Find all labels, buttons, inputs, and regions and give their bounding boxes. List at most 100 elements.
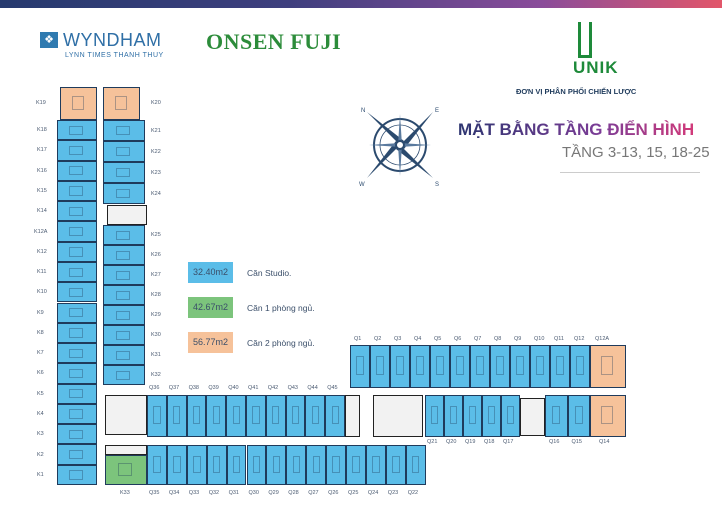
unit-k10 <box>57 282 97 303</box>
unit-k22 <box>103 141 145 162</box>
unit-k1 <box>57 464 97 485</box>
unit-label: Q26 <box>328 490 339 496</box>
unit-q30 <box>246 445 267 485</box>
unit-label: K20 <box>151 100 161 106</box>
unit-q7 <box>470 345 490 388</box>
legend-label: Căn 1 phòng ngủ. <box>247 303 315 313</box>
unit-label: K1 <box>37 471 44 478</box>
legend-label: Căn Studio. <box>247 268 292 278</box>
compass-w: W <box>359 182 365 188</box>
unit-q28 <box>286 445 307 485</box>
unit-k18 <box>57 120 97 141</box>
legend-label: Căn 2 phòng ngủ. <box>247 338 315 348</box>
service-core <box>105 445 147 455</box>
unit-label: K33 <box>120 490 130 496</box>
unit-q21 <box>425 395 444 437</box>
unit-q29 <box>266 445 287 485</box>
unit-q11 <box>550 345 570 388</box>
unit-label: Q34 <box>168 490 180 496</box>
elevator-core-mid <box>373 395 423 437</box>
unit-q12 <box>570 345 590 388</box>
unit-k32 <box>103 365 145 385</box>
unit-k31 <box>103 345 145 365</box>
unit-k12a <box>57 221 97 242</box>
unit-q19 <box>463 395 482 437</box>
unit-label: K16 <box>37 167 47 174</box>
unit-q17 <box>501 395 520 437</box>
unit-label: K12 <box>37 248 47 255</box>
unit-q43 <box>285 395 306 437</box>
unit-label: Q16 <box>549 439 560 445</box>
unit-label: K14 <box>37 208 47 215</box>
unik-logo-icon <box>578 22 592 58</box>
unit-q27 <box>306 445 327 485</box>
compass-e: E <box>435 108 439 114</box>
unit-label: Q45 <box>327 385 338 391</box>
unit-label: Q2 <box>374 336 382 342</box>
unit-k6 <box>57 363 97 384</box>
unit-label: Q11 <box>554 336 564 342</box>
unit-label: Q35 <box>149 490 160 496</box>
divider <box>560 172 700 173</box>
unit-label: Q12A <box>595 336 610 342</box>
unit-label: K32 <box>151 372 161 378</box>
unit-label: K26 <box>151 252 161 258</box>
unit-label: K29 <box>151 312 161 318</box>
unit-q2 <box>370 345 390 388</box>
unit-label: Q41 <box>248 385 259 391</box>
unit-q15 <box>567 395 590 437</box>
wyndham-subtitle: LYNN TIMES THANH THUY <box>65 52 164 59</box>
unit-q38 <box>186 395 207 437</box>
unit-k29 <box>103 305 145 325</box>
unit-label: K3 <box>37 431 44 438</box>
legend-swatch-one_bed: 42.67m2 <box>188 297 233 318</box>
unit-label: Q7 <box>474 336 482 342</box>
unit-q23 <box>385 445 406 485</box>
unit-q5 <box>430 345 450 388</box>
unit-q20 <box>444 395 463 437</box>
unit-label: K5 <box>37 390 44 397</box>
unit-k7 <box>57 343 97 364</box>
unit-label: K28 <box>151 292 161 298</box>
unit-label: K9 <box>37 309 44 316</box>
unit-label: Q36 <box>149 385 160 391</box>
unit-q45 <box>325 395 345 437</box>
unit-k23 <box>103 162 145 183</box>
unit-label: Q4 <box>414 336 422 342</box>
unit-label: Q6 <box>454 336 462 342</box>
unit-label: K12A <box>34 228 48 235</box>
unit-q4 <box>410 345 430 388</box>
unit-label: K10 <box>37 289 47 296</box>
unit-q18 <box>482 395 501 437</box>
unit-label: K25 <box>151 232 161 238</box>
unit-q32 <box>206 445 227 485</box>
unit-label: Q1 <box>354 336 362 342</box>
unit-label: K17 <box>37 147 47 154</box>
unit-k28 <box>103 285 145 305</box>
unit-q1 <box>350 345 370 388</box>
unit-label: Q18 <box>484 439 495 445</box>
unit-label: Q42 <box>267 385 279 391</box>
unit-q24 <box>365 445 386 485</box>
unit-label: Q31 <box>228 490 239 496</box>
unit-label: Q12 <box>574 336 585 342</box>
unit-label: Q25 <box>348 490 359 496</box>
unit-k15 <box>57 180 97 202</box>
unit-q12a <box>590 345 626 388</box>
unit-label: Q14 <box>599 439 610 445</box>
unit-label: K23 <box>151 169 161 176</box>
page-title: MẶT BẰNG TẦNG ĐIỂN HÌNH <box>458 120 695 139</box>
unit-k14 <box>57 201 97 222</box>
unik-subtitle: ĐƠN VỊ PHÂN PHỐI CHIẾN LƯỢC <box>516 87 637 96</box>
unit-label: K15 <box>37 187 47 194</box>
unit-q9 <box>510 345 530 388</box>
unit-label: K31 <box>151 352 161 358</box>
unit-label: Q32 <box>208 490 220 496</box>
unit-k16 <box>57 160 97 181</box>
unit-k3 <box>57 424 97 445</box>
unit-k11 <box>57 261 97 283</box>
elevator-core-east <box>520 398 545 436</box>
unit-label: K11 <box>37 269 47 276</box>
unit-q26 <box>326 445 346 485</box>
unit-q25 <box>346 445 366 485</box>
